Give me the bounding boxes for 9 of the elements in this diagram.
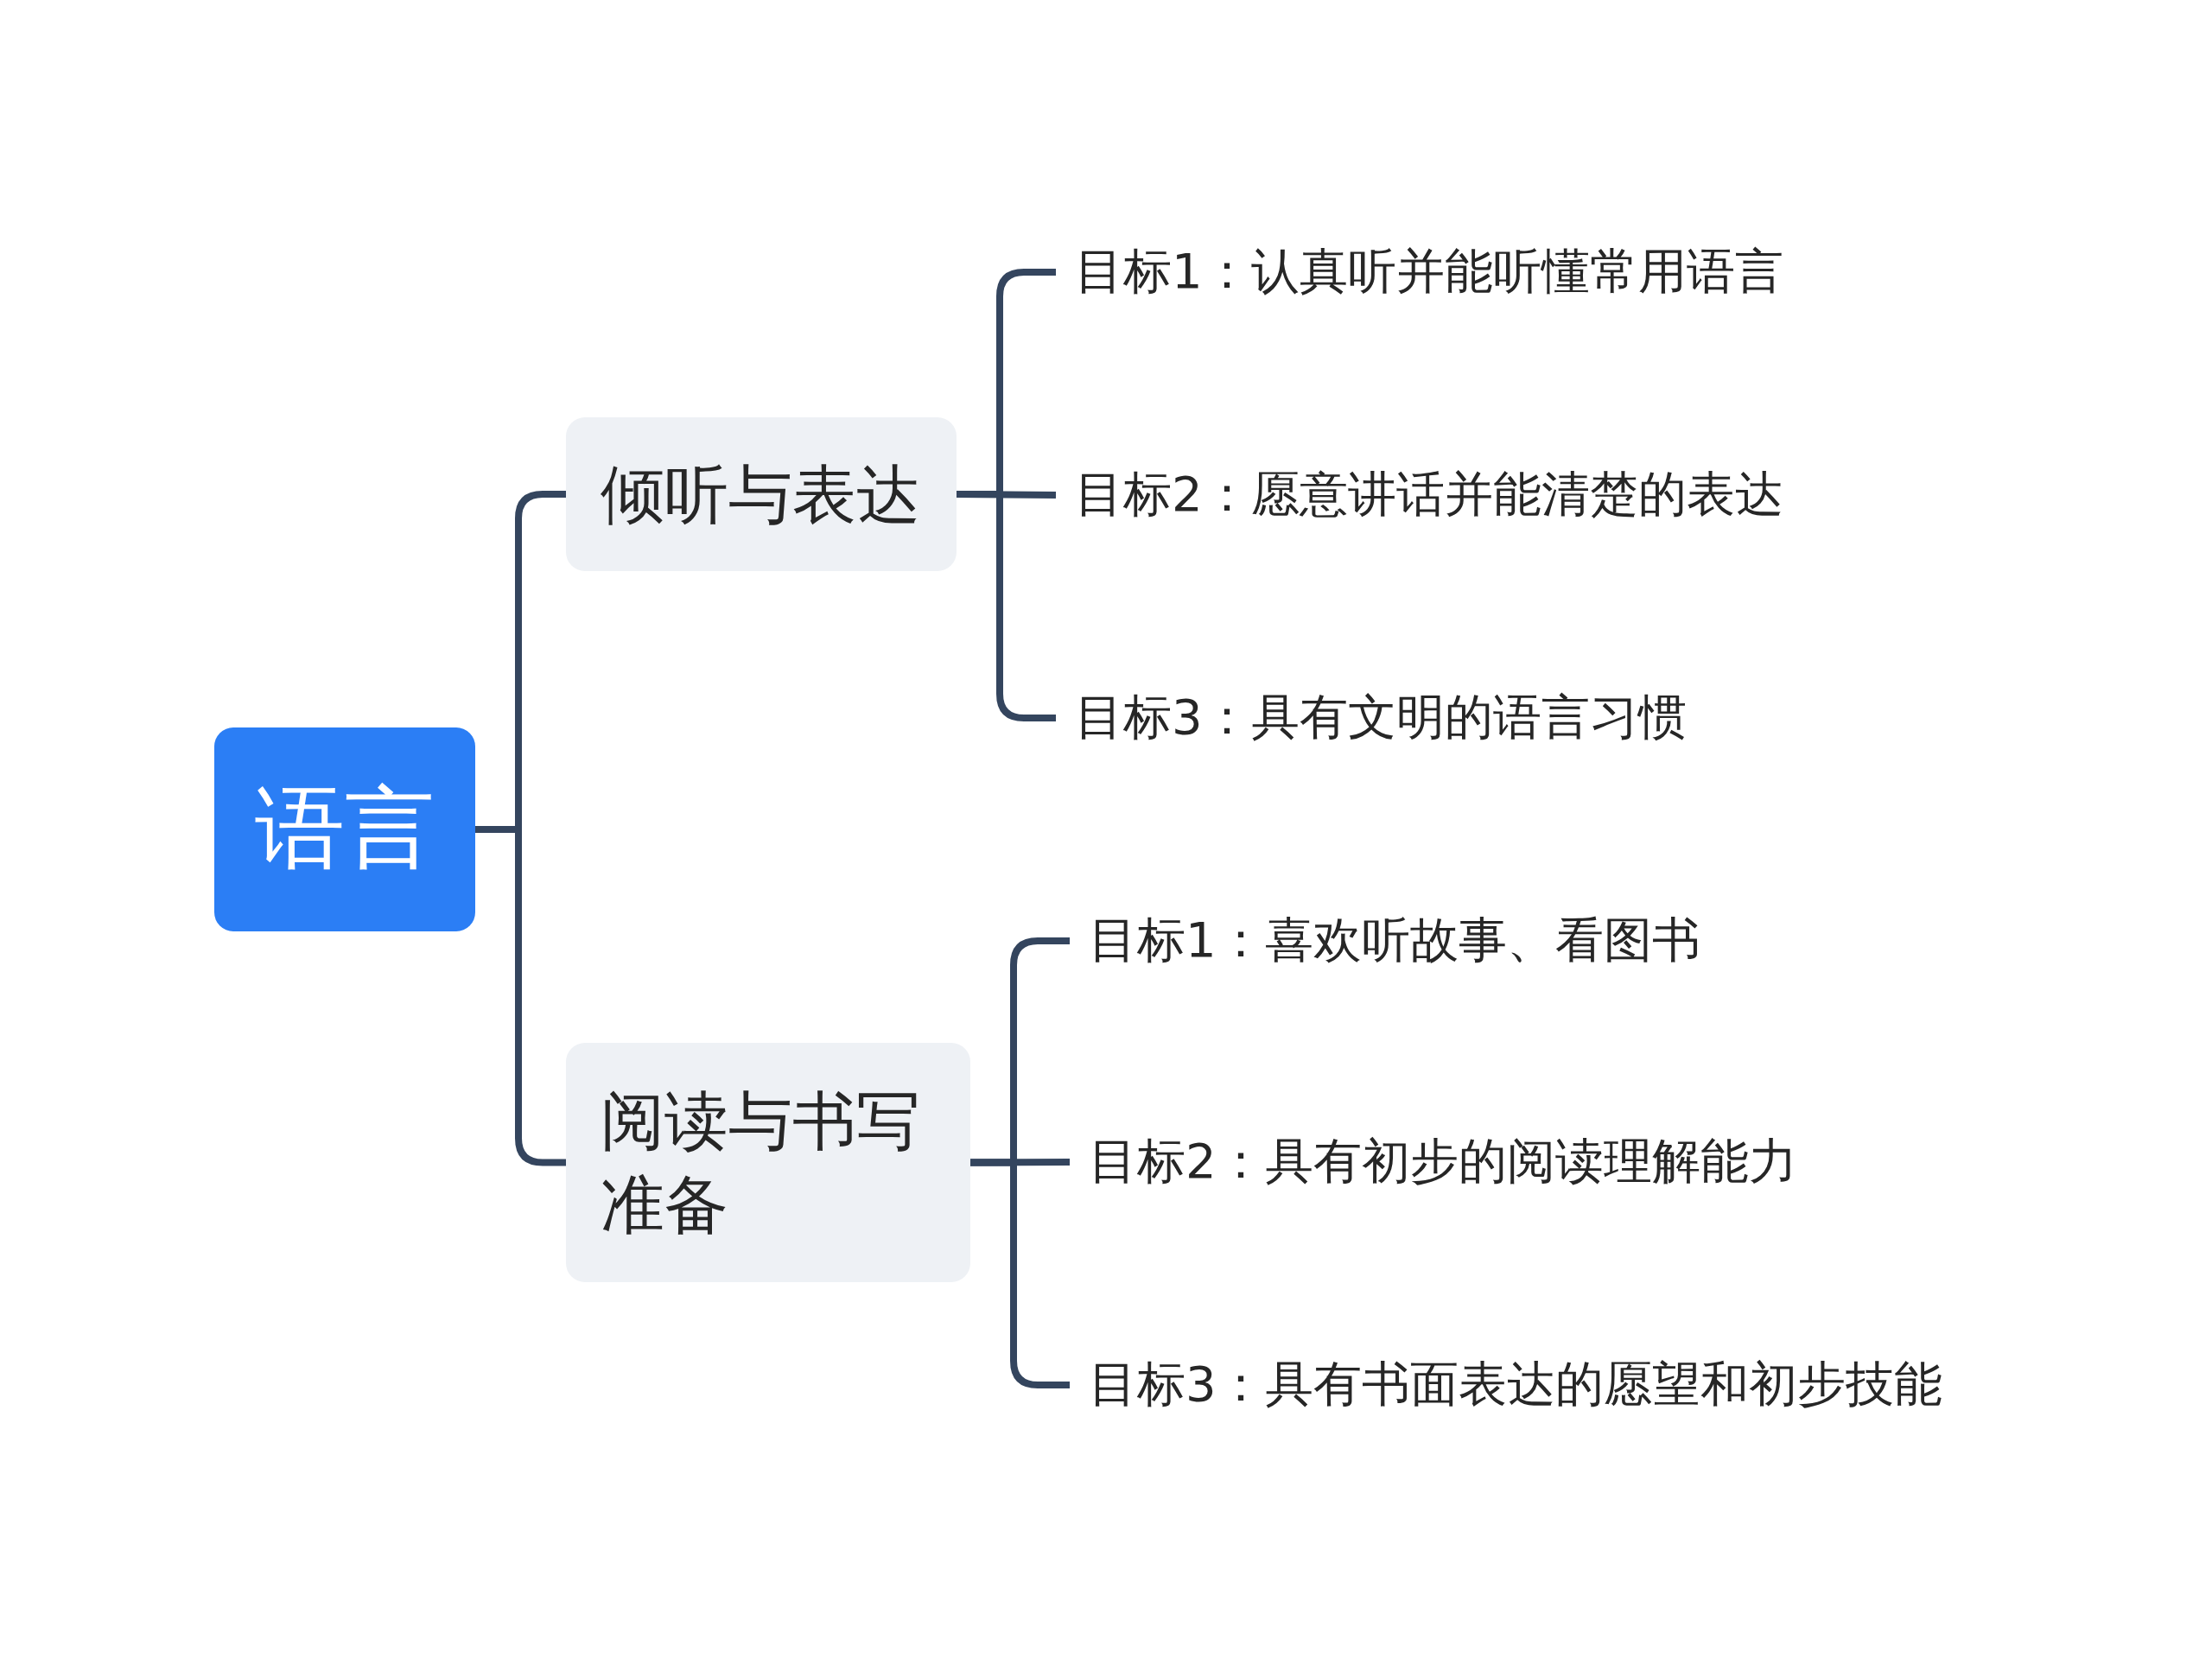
- subtopic-text: 目标2：具有初步的阅读理解能力: [1070, 1128, 1797, 1197]
- subtopic-text: 目标1：喜欢听故事、看图书: [1070, 906, 1700, 975]
- topic-box: 倾听与表达: [566, 417, 957, 571]
- subtopic-text: 目标3：具有文明的语言习惯: [1056, 683, 1687, 753]
- topic-box: 阅读与书写准备: [566, 1043, 970, 1282]
- subtopic-text: 目标3：具有书面表达的愿望和初步技能: [1070, 1350, 1942, 1420]
- subtopic-text: 目标1：认真听并能听懂常用语言: [1056, 238, 1783, 307]
- root-topic-box: 语言: [214, 727, 475, 931]
- subtopic-text: 目标2：愿意讲话并能清楚的表达: [1056, 461, 1783, 530]
